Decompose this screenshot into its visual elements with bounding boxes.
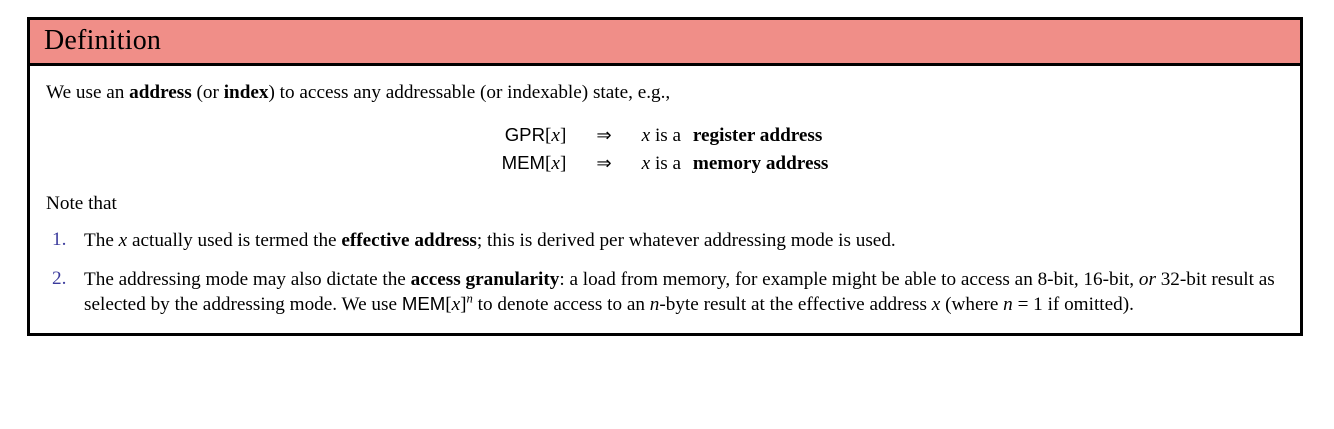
display-row-mem: MEM[x] ⇒ x is a memory address bbox=[502, 150, 829, 178]
gpr-rhs-var: x bbox=[641, 125, 651, 147]
mem-rhs-bold: memory address bbox=[692, 152, 829, 174]
list-item: 2. The addressing mode may also dictate … bbox=[46, 267, 1284, 317]
item2-var-x: x bbox=[931, 293, 941, 315]
item2-mem-name: MEM bbox=[401, 292, 446, 314]
item2-seg1: The addressing mode may also dictate the bbox=[84, 268, 411, 290]
mem-index-var: x bbox=[551, 152, 560, 174]
gpr-index-var: x bbox=[551, 125, 560, 147]
list-item-marker: 1. bbox=[52, 229, 67, 251]
item2-seg4: to denote access to an bbox=[472, 293, 650, 315]
mem-rhs-text: is a bbox=[650, 152, 686, 174]
definition-box: Definition We use an address (or index) … bbox=[27, 17, 1303, 336]
item2-bold-access-granularity: access granularity bbox=[410, 268, 560, 290]
intro-text-part1: We use an bbox=[46, 82, 130, 104]
item2-mem-bracket-open: [ bbox=[445, 293, 452, 315]
intro-paragraph: We use an address (or index) to access a… bbox=[46, 81, 1284, 106]
item2-mem-bracket-close: ] bbox=[460, 293, 467, 315]
mem-rhs-var: x bbox=[641, 152, 651, 174]
item1-bold-effective-address: effective address bbox=[341, 230, 477, 252]
address-display-block: GPR[x] ⇒ x is a register address MEM[x] … bbox=[46, 122, 1284, 177]
item1-seg1: The bbox=[84, 230, 119, 252]
item2-seg6: (where bbox=[940, 293, 1004, 315]
implies-arrow-icon: ⇒ bbox=[596, 125, 612, 147]
address-display-table: GPR[x] ⇒ x is a register address MEM[x] … bbox=[502, 122, 829, 177]
notes-list: 1. The x actually used is termed the eff… bbox=[46, 228, 1284, 316]
gpr-bracket-close: ] bbox=[559, 125, 567, 147]
intro-text-part3: ) to access any addressable (or indexabl… bbox=[268, 82, 671, 104]
list-item-text: The addressing mode may also dictate the… bbox=[84, 267, 1284, 317]
item1-var-x: x bbox=[118, 230, 128, 252]
item2-seg2: : a load from memory, for example might … bbox=[559, 268, 1139, 290]
mem-bracket-open: [ bbox=[545, 152, 552, 174]
display-row-gpr-rhs: x is a register address bbox=[642, 122, 829, 150]
item2-mem-index-var: x bbox=[451, 293, 461, 315]
intro-bold-index: index bbox=[223, 82, 269, 104]
mem-bracket-close: ] bbox=[559, 152, 567, 174]
list-item-marker: 2. bbox=[52, 267, 67, 289]
item2-mem-superscript-n: n bbox=[466, 291, 473, 306]
item2-italic-or: or bbox=[1138, 268, 1156, 290]
gpr-rhs-bold: register address bbox=[692, 125, 823, 147]
item1-seg2: actually used is termed the bbox=[127, 230, 342, 252]
display-row-mem-arrow: ⇒ bbox=[596, 150, 641, 178]
item2-var-n-a: n bbox=[649, 293, 660, 315]
definition-box-body: We use an address (or index) to access a… bbox=[30, 66, 1300, 332]
item2-seg5: -byte result at the effective address bbox=[659, 293, 932, 315]
intro-bold-address: address bbox=[129, 82, 192, 104]
gpr-bracket-open: [ bbox=[545, 125, 552, 147]
item2-seg7: = 1 if omitted). bbox=[1012, 293, 1134, 315]
note-lead-paragraph: Note that bbox=[46, 192, 117, 214]
list-item-text: The x actually used is termed the effect… bbox=[84, 228, 1284, 253]
gpr-name: GPR bbox=[504, 124, 546, 146]
mem-name: MEM bbox=[501, 151, 546, 173]
intro-text-part2: (or bbox=[191, 82, 224, 104]
list-item: 1. The x actually used is termed the eff… bbox=[46, 228, 1284, 253]
item2-var-n-b: n bbox=[1003, 293, 1013, 315]
display-row-gpr-arrow: ⇒ bbox=[596, 122, 641, 150]
gpr-rhs-text: is a bbox=[650, 125, 686, 147]
implies-arrow-icon: ⇒ bbox=[596, 152, 612, 174]
display-row-gpr-lhs: GPR[x] bbox=[502, 122, 597, 150]
definition-box-header: Definition bbox=[30, 20, 1300, 67]
display-row-gpr: GPR[x] ⇒ x is a register address bbox=[502, 122, 829, 150]
item2-seg3: 32-bit result as selected by the address… bbox=[84, 268, 1275, 315]
definition-title: Definition bbox=[44, 25, 162, 56]
display-row-mem-lhs: MEM[x] bbox=[502, 150, 597, 178]
item1-seg3: ; this is derived per whatever addressin… bbox=[476, 230, 896, 252]
display-row-mem-rhs: x is a memory address bbox=[642, 150, 829, 178]
